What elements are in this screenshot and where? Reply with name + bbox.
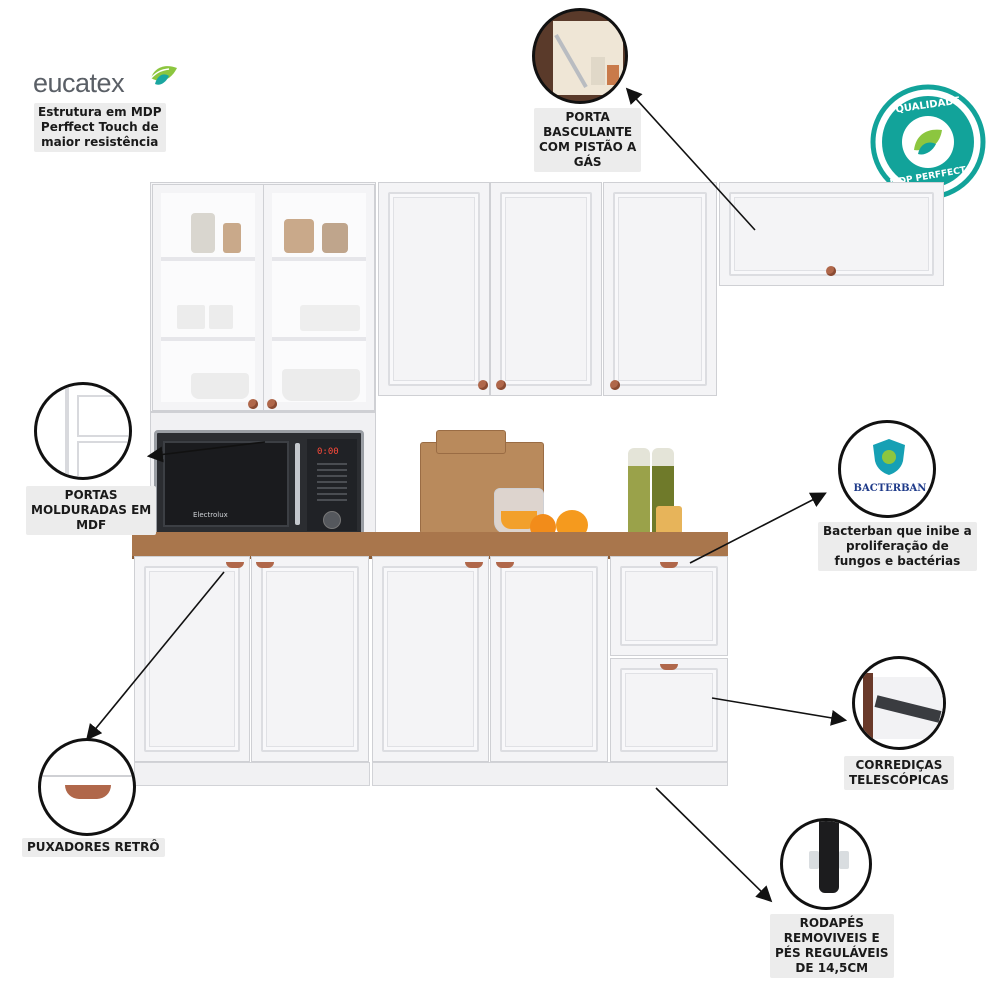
seal-badge-icon [870,84,986,200]
handle-knob[interactable] [478,380,488,390]
arrow-puxadores [85,571,225,741]
arrow-corredicas [711,697,848,726]
rodapes-detail-circle [780,818,872,910]
basculante-detail-circle [532,8,628,104]
adjustable-foot-icon [819,821,839,893]
handle-knob[interactable] [267,399,277,409]
retro-pull-handle[interactable] [256,562,274,568]
arrow-rodapes [655,787,773,903]
corredicas-label: CORREDIÇAS TELESCÓPICAS [844,756,954,790]
base-cabinet-door[interactable] [251,556,369,762]
retro-pull-icon [65,785,111,799]
handle-knob[interactable] [496,380,506,390]
base-cabinet-door[interactable] [372,556,489,762]
leaf-icon [150,66,177,85]
microwave-handle[interactable] [295,443,300,525]
handle-knob[interactable] [610,380,620,390]
jar-icon [591,57,605,85]
retro-pull-handle[interactable] [465,562,483,568]
arrow-molduradas [146,441,266,463]
pot-icon [282,369,360,401]
upper-cabinet-door[interactable] [603,182,717,396]
plinth [134,762,370,786]
upper-cabinet-door[interactable] [378,182,490,396]
rodapes-label: RODAPÉS REMOVIVEIS E PÉS REGULÁVEIS DE 1… [770,914,894,978]
cup-icon [209,305,233,329]
arrow-bacterban [689,492,827,564]
puxadores-detail-circle [38,738,136,836]
handle-knob[interactable] [248,399,258,409]
plinth [372,762,728,786]
plate-stack-icon [300,305,360,331]
retro-pull-handle[interactable] [496,562,514,568]
handle-knob[interactable] [826,266,836,276]
microwave: Electrolux 0:00 [154,430,364,540]
upper-cabinet-door[interactable] [490,182,602,396]
jar-icon [191,213,215,253]
corredicas-detail-circle [852,656,946,750]
jar-icon [607,65,619,85]
base-cabinet-door[interactable] [490,556,608,762]
cup-icon [177,305,205,329]
molduradas-detail-circle [34,382,132,480]
bacterban-logo-text: BACTERBAN [853,483,927,494]
bottle-icon [628,448,650,538]
arrow-basculante [625,87,756,231]
basculante-label: PORTA BASCULANTE COM PISTÃO A GÁS [534,108,642,172]
pot-icon [191,373,249,399]
shield-icon [873,439,905,475]
microwave-window [163,441,289,527]
retro-pull-handle[interactable] [226,562,244,568]
glass-door-right [264,185,374,410]
microwave-panel: 0:00 [307,439,357,531]
glass-door-left [153,185,263,410]
qualidade-seal: QUALIDADE MDP PERFFECT [870,84,986,200]
jar-icon [223,223,241,253]
microwave-brand: Electrolux [193,511,228,519]
retro-pull-handle[interactable] [660,664,678,670]
microwave-keypad[interactable] [317,463,347,505]
eucatex-tagline: Estrutura em MDP Perffect Touch de maior… [34,103,166,152]
microwave-dial[interactable] [323,511,341,529]
molduradas-label: PORTAS MOLDURADAS EM MDF [26,486,157,535]
bacterban-label: Bacterban que inibe a proliferação de fu… [818,522,977,571]
retro-pull-handle[interactable] [660,562,678,568]
cutting-board-handle [436,430,506,454]
puxadores-label: PUXADORES RETRÔ [22,838,165,857]
eucatex-logo-text: eucatex [33,68,125,98]
jar-icon [322,223,348,253]
bacterban-detail-circle: BACTERBAN [838,420,936,518]
eucatex-logo: eucatex [33,64,183,104]
microwave-display: 0:00 [317,447,339,457]
jar-icon [284,219,314,253]
